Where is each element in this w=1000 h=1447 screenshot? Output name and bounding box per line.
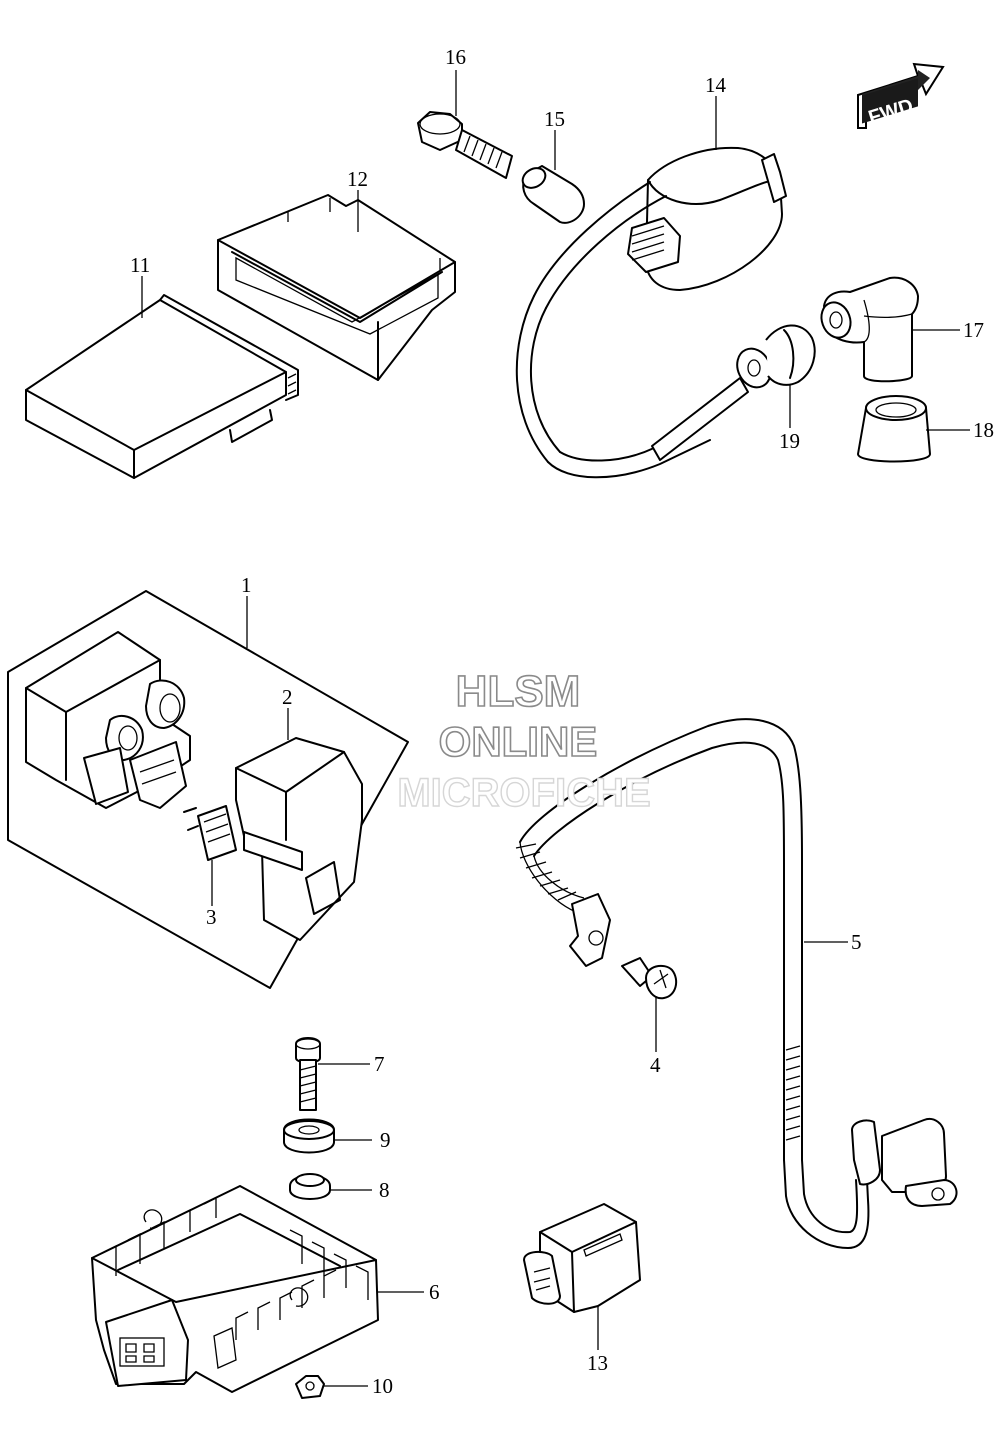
collar-15 xyxy=(521,165,585,224)
collar-8 xyxy=(289,1173,331,1200)
callout-labels: 16 15 14 12 11 17 18 19 1 2 3 5 4 7 9 8 … xyxy=(130,45,994,1398)
regulator-rectifier xyxy=(91,1185,379,1393)
callout-19: 19 xyxy=(779,429,800,453)
fwd-arrow-icon: FWD xyxy=(857,62,945,129)
callout-10: 10 xyxy=(372,1374,393,1398)
battery-cable xyxy=(515,718,958,1249)
callout-17: 17 xyxy=(963,318,984,342)
callout-7: 7 xyxy=(374,1052,385,1076)
watermark: HLSM ONLINE MICROFICHE xyxy=(397,666,652,816)
watermark-line-2: ONLINE xyxy=(439,718,598,765)
boot-cover xyxy=(857,395,931,463)
bolt-16 xyxy=(417,111,513,179)
callout-1: 1 xyxy=(241,573,252,597)
callout-3: 3 xyxy=(206,905,217,929)
grommet-9 xyxy=(283,1118,335,1154)
ecm-case xyxy=(217,194,456,381)
leader-lines xyxy=(141,70,970,1387)
ignition-coil xyxy=(515,146,787,479)
nut-10 xyxy=(295,1375,325,1399)
callout-8: 8 xyxy=(379,1178,390,1202)
watermark-line-3: MICROFICHE xyxy=(397,771,650,815)
callout-15: 15 xyxy=(544,107,565,131)
callout-18: 18 xyxy=(973,418,994,442)
watermark-line-1: HLSM xyxy=(456,667,581,716)
callout-6: 6 xyxy=(429,1280,440,1304)
callout-11: 11 xyxy=(130,253,150,277)
callout-12: 12 xyxy=(347,167,368,191)
callout-14: 14 xyxy=(705,73,727,97)
spark-plug-cap xyxy=(820,276,919,383)
relay-assembly-box xyxy=(7,590,409,989)
cap-seal xyxy=(736,324,816,389)
callout-4: 4 xyxy=(650,1053,661,1077)
callout-16: 16 xyxy=(445,45,466,69)
callout-9: 9 xyxy=(380,1128,391,1152)
callout-5: 5 xyxy=(851,930,862,954)
callout-2: 2 xyxy=(282,685,293,709)
connector-13 xyxy=(523,1203,641,1313)
bolt-7 xyxy=(295,1037,321,1111)
ecm-unit xyxy=(25,294,299,479)
screw-4 xyxy=(621,957,678,1000)
callout-13: 13 xyxy=(587,1351,608,1375)
